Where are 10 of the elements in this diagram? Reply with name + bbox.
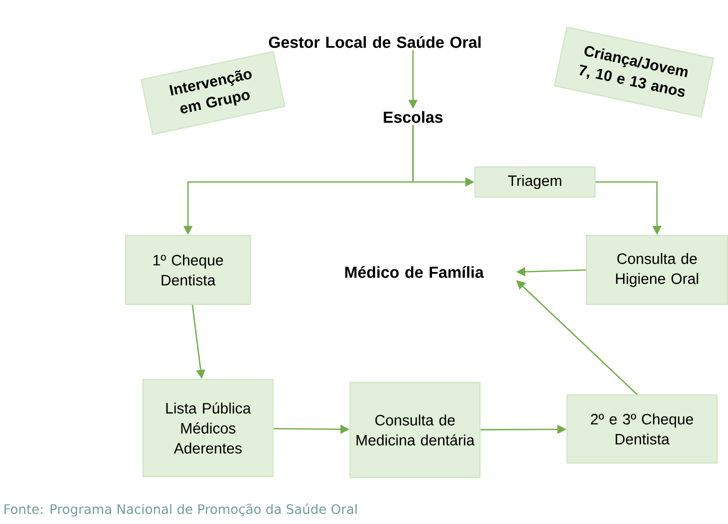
heading-text: Escolas	[384, 111, 443, 123]
process-box: Lista Pública Médicos Aderentes	[142, 378, 274, 478]
process-box: Consulta de Higiene Oral	[586, 234, 728, 306]
process-box: 1º Cheque Dentista	[124, 234, 252, 306]
heading-text: Gestor Local de Saúde Oral	[268, 36, 481, 48]
heading-text: Médico de Família	[345, 266, 484, 278]
process-box: Triagem	[474, 166, 596, 198]
caption: Fonte: Programa Nacional de Promoção da Saúde Oral	[4, 503, 357, 517]
process-box: 2º e 3º Cheque Dentista	[566, 394, 718, 464]
process-box: Consulta de Medicina dentária	[349, 382, 481, 478]
